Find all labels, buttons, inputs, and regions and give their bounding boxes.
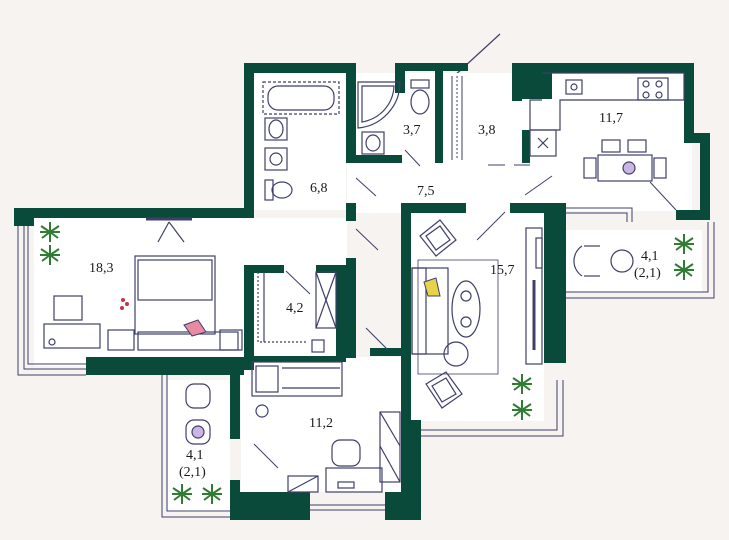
area-label-bedroom: 18,3 bbox=[89, 261, 114, 276]
area-label-balcony-left: 4,1 bbox=[186, 448, 204, 463]
bed-icon bbox=[107, 255, 243, 351]
desk-icon bbox=[43, 295, 101, 349]
walls bbox=[14, 63, 710, 520]
area-label-children-room: 11,2 bbox=[309, 416, 333, 431]
wardrobe-icon bbox=[257, 271, 337, 353]
bed-icon bbox=[251, 361, 343, 397]
bathtub-icon bbox=[262, 81, 340, 115]
sofa-icon bbox=[411, 259, 499, 375]
toilet-icon bbox=[410, 79, 430, 115]
storage-shelf-icon bbox=[451, 76, 463, 160]
tv-icon bbox=[146, 217, 192, 243]
armchair-icon bbox=[419, 219, 469, 409]
slippers-icon bbox=[120, 298, 129, 310]
cushion-icon bbox=[423, 277, 441, 297]
area-label-wardrobe: 4,2 bbox=[286, 301, 304, 316]
table-icon bbox=[583, 139, 667, 182]
stove-icon bbox=[637, 77, 669, 101]
kitchen-counter bbox=[529, 72, 685, 157]
sink-icon bbox=[264, 117, 288, 171]
area-label-wc: 3,7 bbox=[403, 123, 421, 138]
entrance-marker bbox=[451, 33, 501, 79]
shower-icon bbox=[357, 81, 401, 155]
balcony-furniture-icon bbox=[185, 383, 211, 445]
area-note-balcony-left: (2,1) bbox=[179, 465, 206, 480]
toilet-icon bbox=[264, 179, 293, 201]
area-label-living-room: 15,7 bbox=[490, 263, 515, 278]
area-note-balcony-right: (2,1) bbox=[634, 266, 661, 281]
coffee-table-icon bbox=[451, 280, 481, 338]
plant-icon bbox=[40, 222, 694, 504]
area-label-balcony-right: 4,1 bbox=[641, 249, 659, 264]
area-label-kitchen: 11,7 bbox=[599, 111, 623, 126]
pillow-icon bbox=[183, 319, 207, 337]
area-label-bathroom: 6,8 bbox=[310, 181, 328, 196]
wardrobe-icon bbox=[255, 404, 401, 493]
desk-icon bbox=[325, 439, 383, 493]
tv-unit-icon bbox=[525, 227, 543, 365]
door-swings bbox=[253, 149, 677, 469]
area-label-hallway: 7,5 bbox=[417, 184, 435, 199]
balcony-outlines bbox=[17, 207, 715, 518]
balcony-furniture-icon bbox=[573, 245, 634, 277]
area-label-storage: 3,8 bbox=[478, 123, 496, 138]
